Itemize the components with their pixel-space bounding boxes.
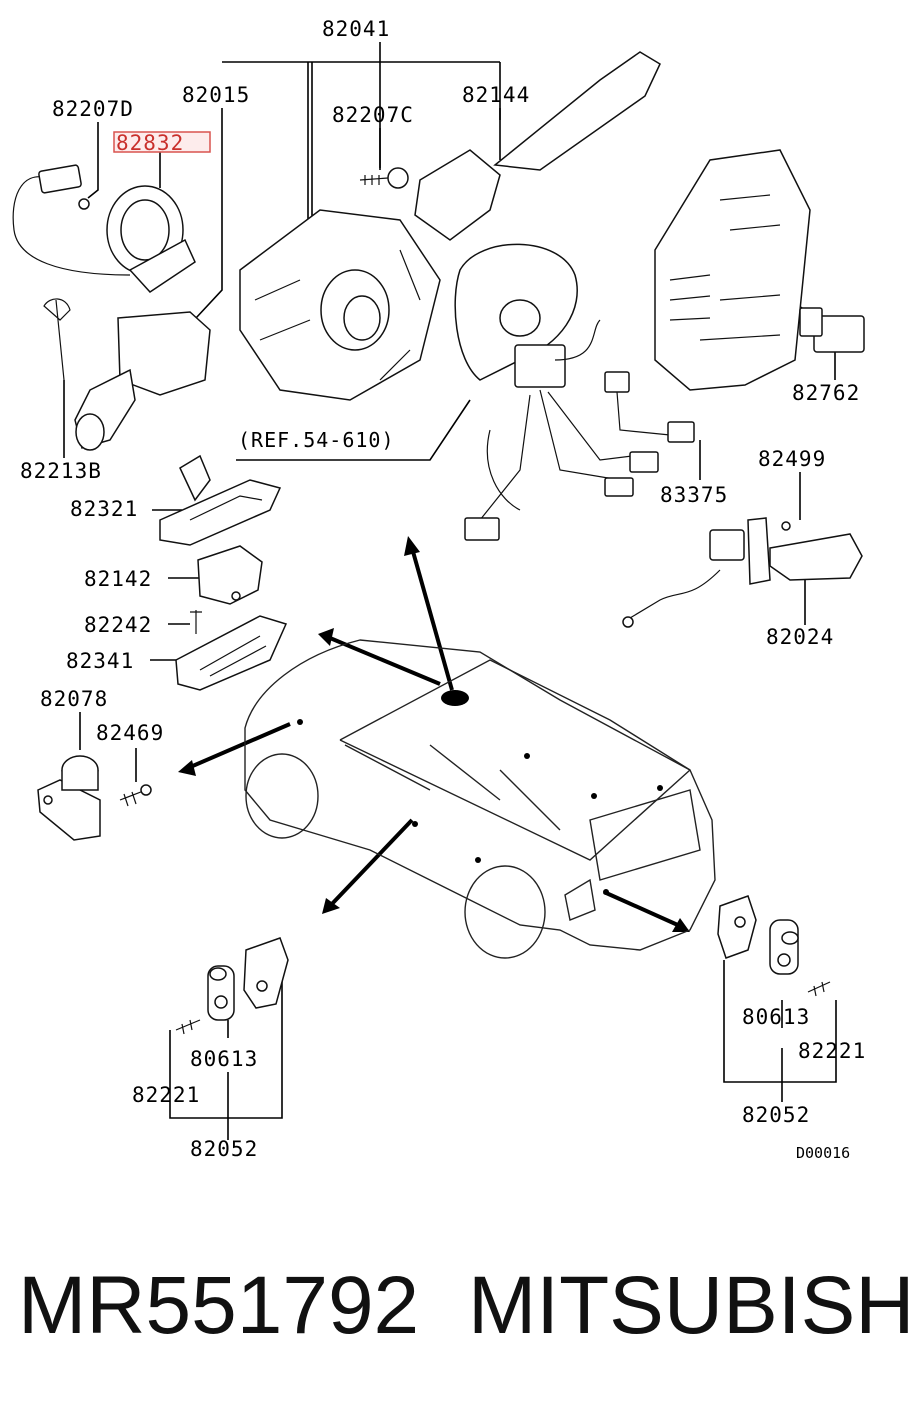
callout-labels: 82041 82015 82207D 82832 82207C 82144 82…	[20, 17, 866, 1162]
label-82078: 82078	[40, 687, 108, 711]
brand-name: MITSUBISHI	[468, 1260, 909, 1351]
label-82144: 82144	[462, 83, 530, 107]
vehicle-outline	[244, 639, 716, 959]
parts-diagram: 82041 82015 82207D 82832 82207C 82144 82…	[12, 17, 866, 1162]
label-80613-left: 80613	[190, 1047, 258, 1071]
label-82832: 82832	[116, 131, 184, 155]
label-82024: 82024	[766, 625, 834, 649]
label-ref: (REF.54-610)	[238, 428, 395, 452]
label-82207D: 82207D	[52, 97, 134, 121]
label-82762: 82762	[792, 381, 860, 405]
label-82221-right: 82221	[798, 1039, 866, 1063]
parts	[12, 51, 865, 1035]
label-82321: 82321	[70, 497, 138, 521]
label-82341: 82341	[66, 649, 134, 673]
label-82015: 82015	[182, 83, 250, 107]
label-82242: 82242	[84, 613, 152, 637]
label-82052-right: 82052	[742, 1103, 810, 1127]
label-83375: 83375	[660, 483, 728, 507]
leader-lines	[63, 42, 837, 1140]
diagram-code: D00016	[796, 1144, 850, 1162]
direction-arrows	[178, 536, 690, 932]
label-82221-left: 82221	[132, 1083, 200, 1107]
label-82207C: 82207C	[332, 103, 414, 127]
part-number: MR551792	[18, 1260, 420, 1351]
highlight-box	[113, 131, 211, 153]
label-82213B: 82213B	[20, 459, 102, 483]
label-82142: 82142	[84, 567, 152, 591]
label-82499: 82499	[758, 447, 826, 471]
label-82041: 82041	[322, 17, 390, 41]
label-80613-right: 80613	[742, 1005, 810, 1029]
label-82052-left: 82052	[190, 1137, 258, 1161]
label-82469: 82469	[96, 721, 164, 745]
